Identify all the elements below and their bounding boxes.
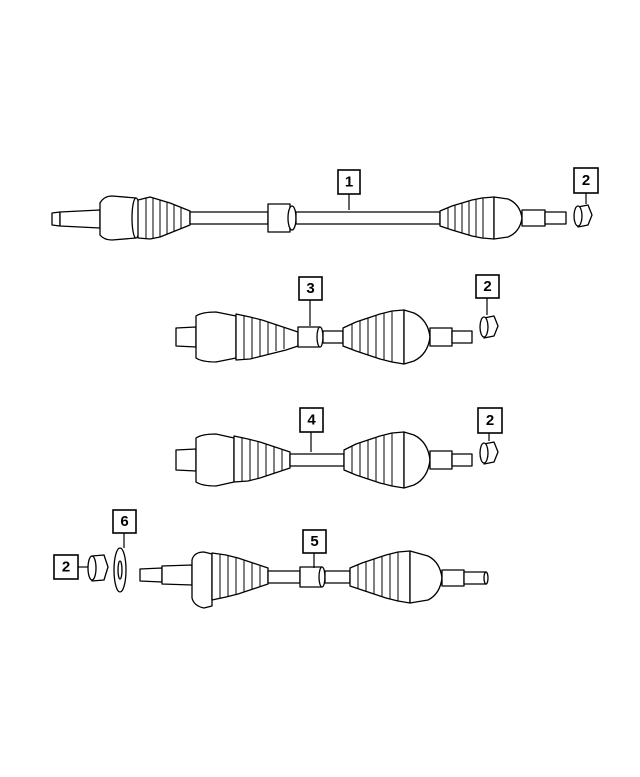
axle-shaft-assembly-4 [175,431,473,489]
callout-4: 4 [299,407,324,433]
axle-shaft-assembly-1 [51,195,567,241]
callout-2-row2-label: 2 [483,278,491,295]
boot-ribs-left-1 [145,198,182,239]
axle-shaft-assembly-3 [175,309,473,365]
axle-nut-4 [87,554,109,582]
callout-3-label: 3 [306,280,314,297]
callout-2-row4-label: 2 [62,559,70,576]
boot-ribs-left-3 [243,315,285,360]
boot-ribs-left-4 [241,437,283,482]
callout-4-label: 4 [307,412,316,429]
axle-nut-3 [479,441,499,465]
callout-2-row2: 2 [475,274,500,299]
callout-1-label: 1 [345,174,353,191]
callout-1: 1 [337,169,361,195]
axle-nut-1 [573,204,593,228]
leader-lines [78,193,587,568]
callout-3: 3 [298,276,323,301]
boot-ribs-right-4 [351,433,393,486]
callout-6: 6 [112,509,137,534]
callout-5: 5 [302,529,327,554]
axle-nut-2 [479,315,499,339]
callout-2-row1: 2 [573,167,599,194]
boot-ribs-right-1 [447,198,484,238]
callout-2-row1-label: 2 [582,172,590,189]
axle-shaft-assembly-5 [139,550,489,609]
callout-5-label: 5 [310,533,318,550]
boot-ribs-right-3 [351,311,393,362]
callout-2-row4: 2 [53,554,79,580]
callout-6-label: 6 [120,513,128,530]
callout-2-row3: 2 [477,407,503,434]
boot-ribs-right-5 [357,552,399,601]
washer-6 [113,547,127,593]
boot-ribs-left-5 [219,554,261,599]
callout-2-row3-label: 2 [486,412,494,429]
